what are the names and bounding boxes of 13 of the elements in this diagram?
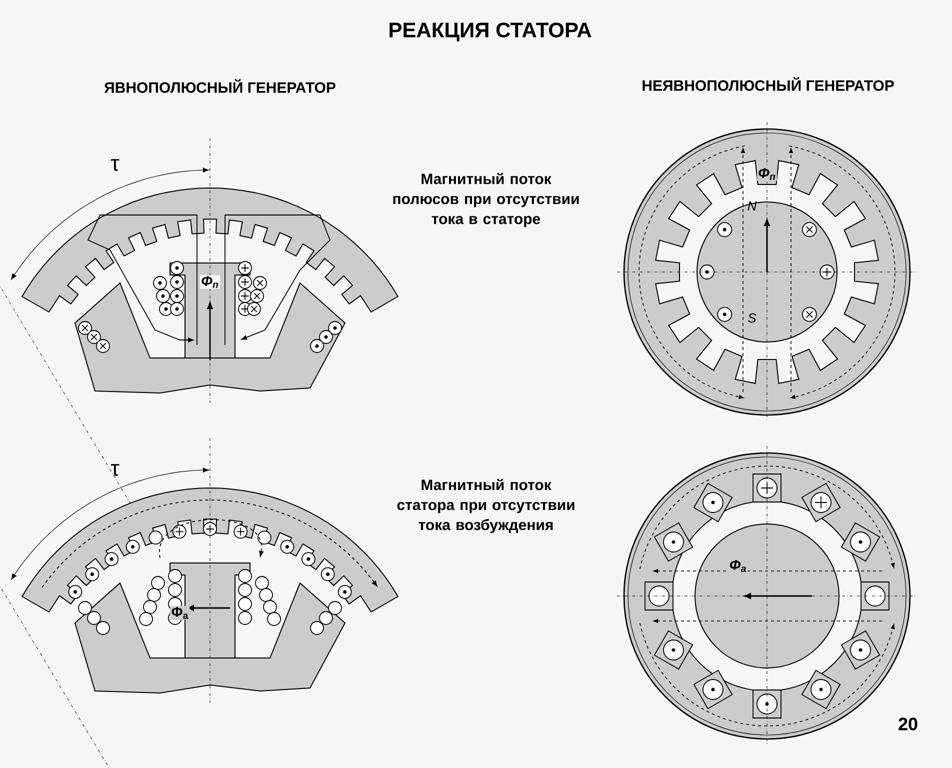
tau-label: τ (110, 159, 120, 171)
tau-label: τ (110, 464, 120, 476)
flux-label: Φ$_{a}$ (170, 606, 190, 620)
heading: ЯВНОПОЛЮСНЫЙ ГЕНЕРАТОР (104, 79, 336, 93)
flux-label: Φ$_{п}$ (200, 275, 220, 289)
flux-label: Φ$_{a}$ (728, 559, 748, 573)
flux-label: Φ$_{п}$ (757, 167, 777, 181)
page-number: 20 (898, 718, 918, 730)
pole-label: S (748, 313, 756, 323)
caption-text: Магнитный поток полюсов при отсутствии тока в статоре (393, 172, 579, 228)
title: РЕАКЦИЯ СТАТОРА (390, 22, 592, 42)
heading: НЕЯВНОПОЛЮСНЫЙ ГЕНЕРАТОР (642, 77, 894, 91)
caption-text: Магнитный поток статора при отсутствии тока возбуждения (397, 478, 574, 534)
